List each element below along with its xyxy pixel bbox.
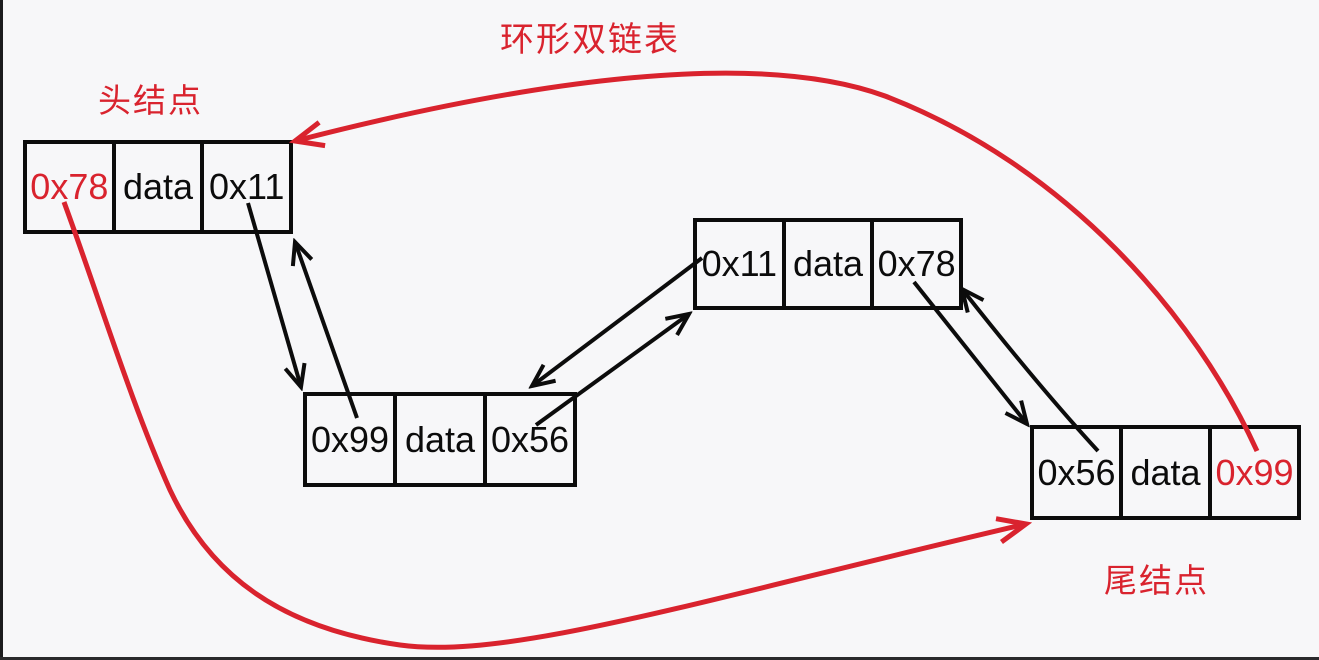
head-node-label: 头结点 <box>98 82 203 119</box>
left-border-line <box>0 0 3 660</box>
node-middle-left-prev-cell: 0x99 <box>307 396 397 483</box>
node-head-data-cell: data <box>116 144 205 230</box>
node-middle-left: 0x99 data 0x56 <box>303 392 577 487</box>
node-middle-right: 0x11 data 0x78 <box>693 218 963 310</box>
node-head: 0x78 data 0x11 <box>23 140 293 234</box>
bottom-border-line <box>0 657 1319 660</box>
node-tail-next-cell: 0x99 <box>1215 451 1294 493</box>
node-tail: 0x56 data 0x99 <box>1030 425 1301 520</box>
node-tail-data-cell: data <box>1123 429 1212 516</box>
diagram-title: 环形双链表 <box>500 21 680 59</box>
node-middle-right-data-cell: data <box>786 222 875 306</box>
node-middle-left-next-cell: 0x56 <box>490 418 570 460</box>
node-tail-prev-cell: 0x56 <box>1034 429 1123 516</box>
node-middle-left-data-cell: data <box>397 396 487 483</box>
arrow-middle-right-prev-to-middle-left <box>532 256 704 386</box>
node-middle-right-prev-cell: 0x11 <box>697 222 786 306</box>
node-middle-right-next-cell: 0x78 <box>877 243 956 284</box>
node-head-next-cell: 0x11 <box>208 166 285 207</box>
node-head-prev-cell: 0x78 <box>27 144 116 230</box>
tail-node-label: 尾结点 <box>1104 562 1209 599</box>
